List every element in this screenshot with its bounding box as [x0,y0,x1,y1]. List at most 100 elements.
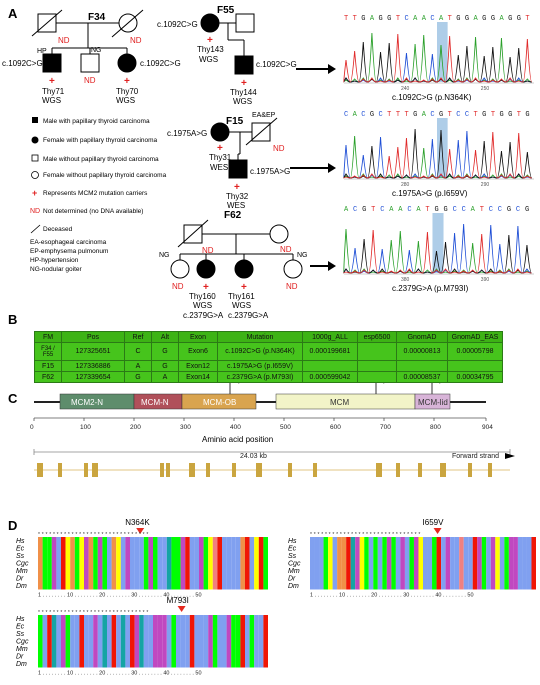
residue-cell [459,552,464,560]
residue-cell [481,537,487,545]
residue-cell [70,652,75,660]
residue-cell [61,582,66,590]
residue-cell [486,544,491,552]
residue-cell [522,544,527,552]
residue-cell [328,574,333,582]
base-call: C [380,206,384,214]
residue-cell [189,567,195,575]
residue-cell [130,660,135,668]
residue-cell [125,652,130,660]
residue-cell [432,559,437,567]
residue-cell [139,652,144,660]
residue-cell [171,630,176,638]
residue-cell [328,552,333,560]
residue-cell [377,574,383,582]
residue-cell [139,582,144,590]
residue-cell [254,552,259,560]
residue-cell [194,637,199,645]
residue-cell [102,567,107,575]
residue-cell [254,637,259,645]
residue-cell [391,537,396,545]
base-call: A [474,15,479,23]
residue-cell [391,582,396,590]
residue-cell [56,622,61,630]
residue-cell [240,615,245,623]
residue-cell [409,537,414,545]
residue-cell [153,552,158,560]
residue-cell [93,567,98,575]
residue-cell [463,574,469,582]
trace-tick: 390 [481,277,490,283]
residue-cell [490,552,496,560]
residue-cell [231,622,236,630]
residue-cell [111,637,117,645]
f55-thy144: Thy144 [230,88,257,97]
residue-cell [441,559,446,567]
table-row: F15 127336886 A G Exon12 c.1975A>G (p.I6… [34,360,503,372]
f62-nd-2: ND [280,245,292,254]
residue-cell [395,582,401,590]
base-call: G [499,111,503,119]
residue-cell [235,660,241,668]
residue-cell [97,567,103,575]
residue-cell [162,552,167,560]
residue-cell [171,660,176,668]
residue-cell [235,544,241,552]
residue-cell [102,637,107,645]
residue-cell [217,574,222,582]
residue-cell [472,537,478,545]
residue-cell [148,652,153,660]
cell-exon: Exon14 [178,371,218,383]
residue-cell [65,652,71,660]
residue-cell [254,582,259,590]
residue-cell [199,645,204,653]
residue-cell [240,544,245,552]
legend-male-unaffected-icon [31,154,39,162]
residue-cell [212,537,218,545]
residue-cell [194,567,199,575]
residue-cell [427,582,433,590]
residue-cell [120,652,126,660]
residue-cell [310,544,315,552]
residue-cell [222,615,227,623]
residue-cell [432,537,437,545]
residue-cell [350,537,356,545]
residue-cell [157,567,163,575]
th-alt: Alt [151,331,179,343]
residue-cell [413,559,419,567]
residue-cell [208,637,213,645]
cell-fm: F15 [34,360,62,372]
cell-esp6500 [357,342,397,361]
residue-cell [245,622,250,630]
residue-cell [418,537,423,545]
residue-cell [450,552,455,560]
residue-cell [134,537,140,545]
residue-cell [386,582,392,590]
th-mutation: Mutation [217,331,303,343]
residue-cell [139,645,144,653]
residue-cell [332,559,338,567]
cell-gnomad: 0.00008537 [396,371,448,383]
residue-cell [263,582,268,590]
residue-cell [199,559,204,567]
residue-cell [148,582,153,590]
f62-sib4-symbol [283,259,303,279]
cell-gnomad-eas: 0.00034795 [447,371,503,383]
residue-cell [517,559,523,567]
exon-track [37,463,492,477]
residue-cell [148,552,153,560]
residue-cell [240,622,245,630]
residue-cell [51,544,57,552]
base-call: G [508,15,512,23]
residue-cell [217,660,222,668]
f55-variant-right: c.1092C>G [256,60,297,69]
residue-cell [258,615,264,623]
residue-cell [463,559,469,567]
domain-mcm-lid-label: MCM-lid [418,398,448,407]
residue-cell [166,645,172,653]
residue-cell [134,652,140,660]
residue-cell [226,567,232,575]
residue-cell [153,537,158,545]
residue-cell [139,660,144,668]
residue-cell [531,582,536,590]
